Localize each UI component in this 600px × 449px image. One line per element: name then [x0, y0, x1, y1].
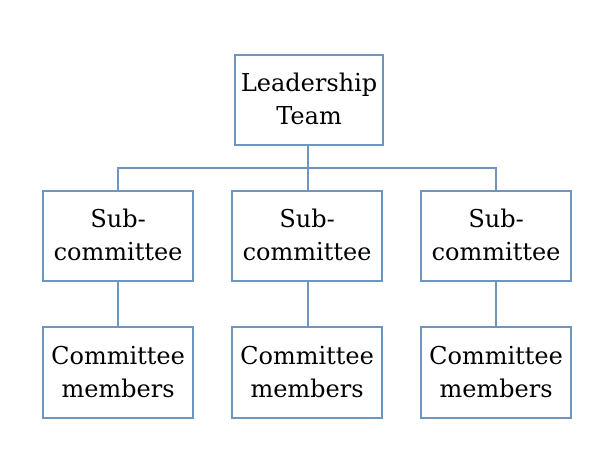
subcommittee-2-label-line1: Sub-	[279, 205, 335, 233]
committee-members-2-label-line2: members	[250, 374, 364, 403]
subcommittee-1-label-line1: Sub-	[90, 205, 146, 233]
committee-members-1-label-line1: Committee	[51, 341, 185, 370]
committee-members-3-label-line1: Committee	[429, 341, 563, 370]
committee-members-box-3: Committee members	[420, 326, 572, 419]
leadership-team-label-line1: Leadership	[240, 69, 378, 97]
committee-members-2-label-line1: Committee	[240, 341, 374, 370]
subcommittee-box-2: Sub- committee	[231, 190, 383, 282]
subcommittee-box-1: Sub- committee	[42, 190, 194, 282]
leadership-team-label-line2: Team	[276, 102, 342, 130]
committee-members-box-2: Committee members	[231, 326, 383, 419]
subcommittee-box-3: Sub- committee	[420, 190, 572, 282]
subcommittee-1-label-line2: committee	[53, 238, 183, 266]
leadership-team-box: Leadership Team	[234, 54, 384, 146]
subcommittee-3-label-line1: Sub-	[468, 205, 524, 233]
committee-members-box-1: Committee members	[42, 326, 194, 419]
committee-members-1-label-line2: members	[61, 374, 175, 403]
committee-members-3-label-line2: members	[439, 374, 553, 403]
subcommittee-3-label-line2: committee	[431, 238, 561, 266]
subcommittee-2-label-line2: committee	[242, 238, 372, 266]
